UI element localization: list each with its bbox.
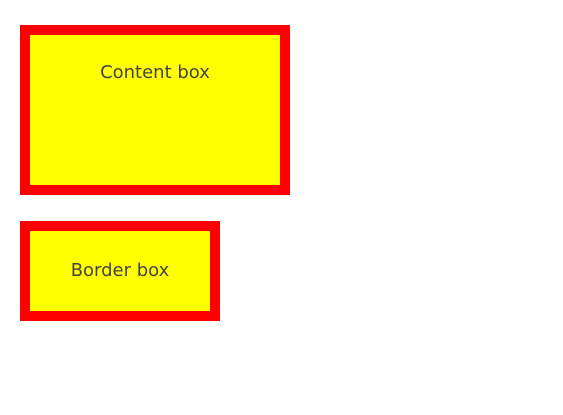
- content-box-label: Content box: [100, 62, 210, 83]
- border-box-demo: Border box: [20, 221, 220, 321]
- content-box-demo: Content box: [20, 25, 290, 195]
- border-box-label: Border box: [70, 260, 170, 281]
